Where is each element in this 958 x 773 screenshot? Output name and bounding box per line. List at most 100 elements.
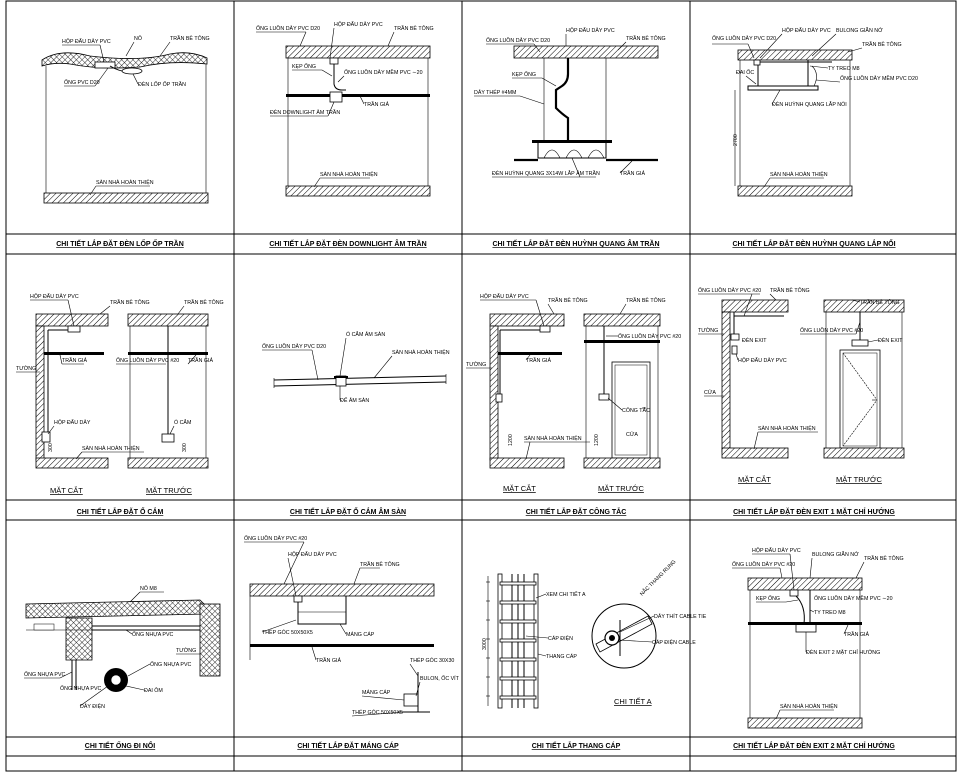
panel-5-title: CHI TIẾT LẮP ĐẶT Ổ CẮM [77,506,164,516]
p1-label: NÔ [134,35,142,42]
p12-label: HỘP ĐẤU DÂY PVC [752,547,801,554]
finished-floor-top [273,375,447,381]
p5-label: TRẦN GIẢ [62,357,87,364]
false-ceiling [44,352,104,355]
p5-label: HỘP ĐẤU DÂY PVC [30,293,79,300]
p2-label: HỘP ĐẤU DÂY PVC [334,21,383,28]
p10-label: THÉP GÓC 30X30 [410,657,454,664]
concrete-ceiling-slab [249,583,435,597]
p12-label: KẸP ỐNG [756,595,780,602]
p3-label: KẸP ỐNG [512,71,536,78]
panel-3-title: CHI TIẾT LẮP ĐẶT ĐÈN HUỲNH QUANG ÂM TRẦN [492,238,659,248]
p4-label: ĐÈN HUỲNH QUANG LẮP NỔI [772,100,847,108]
panel-2-title: CHI TIẾT LẮP ĐẶT ĐÈN DOWNLIGHT ÂM TRẦN [269,238,426,248]
p1-label: ĐÈN LỐP ỐP TRẦN [138,81,186,88]
p10-label: ỐNG LUỒN DÂY PVC #20 [244,535,307,542]
p7-label: CÔNG TẮC [622,406,650,414]
p5-label: TRẦN BÊ TÔNG [184,298,224,306]
p5-label: SÀN NHÀ HOÀN THIỆN [82,444,140,452]
p12-label: TRẦN GIẢ [844,631,869,638]
p10-label: TRẦN GIẢ [316,657,341,664]
concrete-ceiling-slab [747,577,863,591]
p4-label: SÀN NHÀ HOÀN THIỆN [770,170,828,178]
door [839,349,881,449]
p11-dimension: 3000 [482,638,488,650]
view-label-front: MẶT TRƯỚC [146,486,192,495]
p4-label: TY TREO M8 [828,66,860,72]
ladder-rung [499,638,537,643]
panel-11-title: CHI TIẾT LẮP THANG CÁP [532,740,621,750]
finished-floor [35,457,109,469]
flexible-pipe [554,58,570,140]
p3-label: ỐNG LUỒN DÂY PVC D20 [486,37,550,44]
p5-label: TRẦN BÊ TÔNG [110,298,150,306]
p2-label: KẸP ỐNG [292,63,316,70]
ladder-rung [499,657,537,662]
false-ceiling [748,622,862,625]
wall-section [721,311,731,453]
p4-label: HỘP ĐẤU DÂY PVC [782,27,831,34]
panel-9-drawing: NÔ M8 ỐNG NHỰA PVC TƯỜNG ỐNG NHỰA PVC ỐN… [24,585,221,710]
p12-label: TRẦN BÊ TÔNG [864,554,904,562]
panel-8-title: CHI TIẾT LẮP ĐẶT ĐÈN EXIT 1 MẶT CHỈ HƯỚN… [733,506,895,516]
ladder-rung [499,676,537,681]
downlight [329,91,343,103]
p7-label: TRẦN GIẢ [526,357,551,364]
p5-dimension: 300 [182,443,188,452]
finished-floor [721,447,789,459]
p10-label: TRẦN BÊ TÔNG [360,560,400,568]
p6-label: ĐẾ ÂM SÀN [340,397,369,404]
p8-label: ĐÈN EXIT [742,337,767,344]
p3-label: DÂY THÉP #4MM [474,89,516,96]
p4-label: TRẦN BÊ TÔNG [862,40,902,48]
finished-floor [823,447,905,459]
p6-label: Ổ CẮM ÂM SÀN [346,330,385,338]
panel-1-title: CHI TIẾT LẮP ĐẶT ĐÈN LỐP ỐP TRẦN [56,238,184,248]
finished-floor [737,185,853,197]
junction-box [753,59,761,66]
p2-label: SÀN NHÀ HOÀN THIỆN [320,170,378,178]
concrete-ceiling-slab [35,313,109,327]
ceiling-lamp [121,67,143,75]
p12-label: TY TREO M8 [814,610,846,616]
p4-label: BULONG GIÃN NỞ [836,27,883,34]
p2-label: TRẦN GIẢ [364,101,389,108]
panel-12-drawing: HỘP ĐẤU DÂY PVC ỐNG LUỒN DÂY PVC #20 BUL… [732,547,904,729]
p9-label: ỐNG NHỰA PVC [60,685,101,692]
p2-label: TRẦN BÊ TÔNG [394,24,434,32]
p1-label: TRẦN BÊ TÔNG [170,34,210,42]
sheet-grid [5,0,957,772]
p8-label: TRẦN BÊ TÔNG [860,298,900,306]
view-label-front: MẶT TRƯỚC [836,475,882,484]
ladder-rung [499,695,537,700]
p1-label: HỘP ĐẤU DÂY PVC [62,38,111,45]
finished-floor [583,457,661,469]
flexible-pipe [333,64,346,91]
p10-label: HỘP ĐẤU DÂY PVC [288,551,337,558]
p7-label: TƯỜNG [466,361,486,368]
concrete-ceiling-slab [489,313,565,327]
junction-box [41,431,51,443]
switch-box [495,393,503,403]
p6-label: SÀN NHÀ HOÀN THIỆN [392,348,450,356]
pvc-conduit [733,312,784,317]
view-label-section: MẶT CẮT [50,486,83,495]
p11-label: NẮC THANG RUNG [638,558,678,598]
panel-7-title: CHI TIẾT LẮP ĐẶT CÔNG TẮC [526,506,627,516]
panel-12-title: CHI TIẾT LẮP ĐẶT ĐÈN EXIT 2 MẶT CHỈ HƯỚN… [733,740,895,750]
p5-label: Ổ CẮM [174,418,191,426]
p8-label: ĐÈN EXIT [878,337,903,344]
p1-label: SÀN NHÀ HOÀN THIỆN [96,178,154,186]
finished-floor-bottom [273,381,447,387]
p1-label: ỐNG PVC D20 [64,79,100,86]
false-ceiling [498,352,562,355]
p11-label: CÁP ĐIỆN CABLE [652,638,696,646]
p7-label: CỬA [626,431,638,438]
p9-label: TƯỜNG [176,647,196,654]
p8-label: TRẦN BÊ TÔNG [770,286,810,294]
p10-label: MÁNG CÁP [346,631,375,638]
panel-10-drawing: ỐNG LUỒN DÂY PVC #20 HỘP ĐẤU DÂY PVC TRẦ… [244,535,460,717]
finished-floor [489,457,565,469]
panel-6-drawing: Ổ CẮM ÂM SÀN ỐNG LUỒN DÂY PVC D20 SÀN NH… [262,330,450,404]
